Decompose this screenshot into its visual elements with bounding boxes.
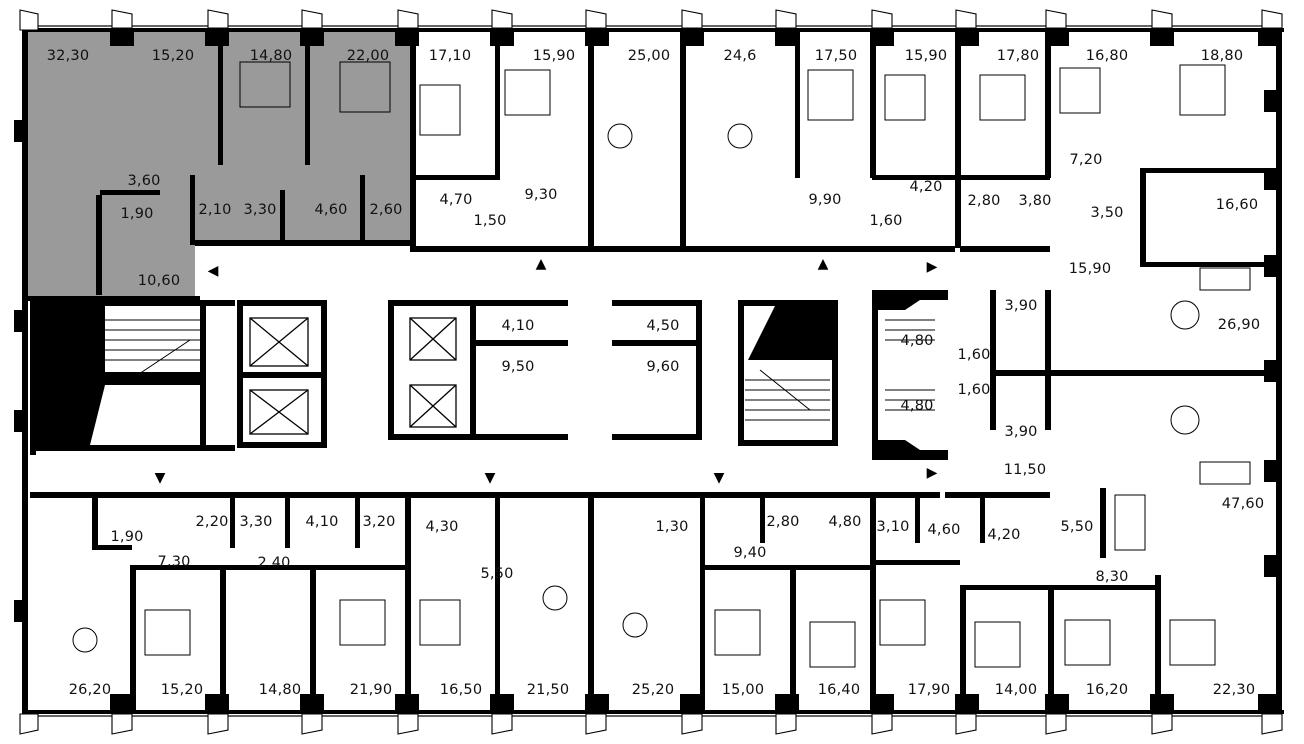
room-area[interactable]: 1,60 (957, 346, 991, 363)
room-area[interactable]: 9,50 (501, 358, 535, 375)
room-area[interactable]: 4,60 (927, 521, 961, 538)
room-area[interactable]: 15,20 (160, 681, 204, 698)
room-area[interactable]: 1,90 (120, 205, 154, 222)
room-area[interactable]: 4,50 (646, 317, 680, 334)
room-area[interactable]: 3,30 (243, 201, 277, 218)
room-area[interactable]: 18,80 (1200, 47, 1244, 64)
room-area[interactable]: 16,50 (439, 681, 483, 698)
entrance-arrow-icon: ▼ (713, 470, 725, 486)
room-area[interactable]: 1,50 (473, 212, 507, 229)
windows (19, 9, 1283, 735)
entrance-arrow-icon: ▲ (817, 256, 829, 272)
room-area[interactable]: 15,90 (532, 47, 576, 64)
room-area[interactable]: 2,60 (369, 201, 403, 218)
room-area[interactable]: 15,20 (151, 47, 195, 64)
room-area[interactable]: 25,20 (631, 681, 675, 698)
room-area[interactable]: 5,50 (480, 565, 514, 582)
room-area[interactable]: 32,30 (46, 47, 90, 64)
room-area[interactable]: 3,60 (127, 172, 161, 189)
furniture (72, 61, 1251, 668)
room-area[interactable]: 3,90 (1004, 423, 1038, 440)
entrance-arrow-icon: ▲ (535, 256, 547, 272)
room-area[interactable]: 24,6 (723, 47, 757, 64)
room-area[interactable]: 14,00 (994, 681, 1038, 698)
room-area[interactable]: 4,80 (900, 397, 934, 414)
room-area[interactable]: 1,90 (110, 528, 144, 545)
room-area[interactable]: 16,60 (1215, 196, 1259, 213)
room-area[interactable]: 4,20 (987, 526, 1021, 543)
entrance-arrow-icon: ▶ (926, 465, 938, 481)
entrance-arrow-icon: ▼ (154, 470, 166, 486)
room-area[interactable]: 22,00 (346, 47, 390, 64)
elevators (249, 317, 457, 435)
room-area[interactable]: 2,80 (766, 513, 800, 530)
room-area[interactable]: 17,90 (907, 681, 951, 698)
room-area[interactable]: 22,30 (1212, 681, 1256, 698)
room-area[interactable]: 1,30 (655, 518, 689, 535)
entrance-arrow-icon: ▼ (484, 470, 496, 486)
room-area[interactable]: 4,10 (501, 317, 535, 334)
room-area[interactable]: 1,60 (957, 381, 991, 398)
room-area[interactable]: 2,20 (195, 513, 229, 530)
room-area[interactable]: 4,60 (314, 201, 348, 218)
room-area[interactable]: 21,50 (526, 681, 570, 698)
room-area[interactable]: 7,20 (1069, 151, 1103, 168)
room-area[interactable]: 16,80 (1085, 47, 1129, 64)
walls (14, 28, 1284, 714)
room-area[interactable]: 14,80 (258, 681, 302, 698)
stairs (105, 319, 935, 421)
room-area[interactable]: 9,90 (808, 191, 842, 208)
room-area[interactable]: 3,90 (1004, 297, 1038, 314)
room-area[interactable]: 9,40 (733, 544, 767, 561)
room-area[interactable]: 25,00 (627, 47, 671, 64)
room-area[interactable]: 4,70 (439, 191, 473, 208)
room-area[interactable]: 4,20 (909, 178, 943, 195)
room-area[interactable]: 3,10 (876, 518, 910, 535)
room-area[interactable]: 17,80 (996, 47, 1040, 64)
room-area[interactable]: 26,90 (1217, 316, 1261, 333)
room-area[interactable]: 5,50 (1060, 518, 1094, 535)
room-area[interactable]: 9,60 (646, 358, 680, 375)
room-area[interactable]: 17,50 (814, 47, 858, 64)
room-area[interactable]: 14,80 (249, 47, 293, 64)
room-area[interactable]: 15,90 (1068, 260, 1112, 277)
room-area[interactable]: 8,30 (1095, 568, 1129, 585)
room-area[interactable]: 11,50 (1003, 461, 1047, 478)
room-area[interactable]: 4,80 (828, 513, 862, 530)
room-area[interactable]: 2,10 (198, 201, 232, 218)
room-area[interactable]: 2,40 (257, 554, 291, 571)
entrance-arrow-icon: ◀ (207, 263, 219, 279)
room-area[interactable]: 10,60 (137, 272, 181, 289)
room-area[interactable]: 4,10 (305, 513, 339, 530)
room-area[interactable]: 15,00 (721, 681, 765, 698)
room-area[interactable]: 16,40 (817, 681, 861, 698)
room-area[interactable]: 16,20 (1085, 681, 1129, 698)
room-area[interactable]: 1,60 (869, 212, 903, 229)
room-area[interactable]: 47,60 (1221, 495, 1265, 512)
room-area[interactable]: 17,10 (428, 47, 472, 64)
room-area[interactable]: 15,90 (904, 47, 948, 64)
room-area[interactable]: 4,80 (900, 332, 934, 349)
room-area[interactable]: 3,20 (362, 513, 396, 530)
room-area[interactable]: 3,80 (1018, 192, 1052, 209)
room-area[interactable]: 4,30 (425, 518, 459, 535)
room-area[interactable]: 7,30 (157, 553, 191, 570)
entrance-arrow-icon: ▶ (926, 259, 938, 275)
room-area[interactable]: 3,50 (1090, 204, 1124, 221)
room-area[interactable]: 2,80 (967, 192, 1001, 209)
room-area[interactable]: 26,20 (68, 681, 112, 698)
room-area[interactable]: 21,90 (349, 681, 393, 698)
room-area[interactable]: 3,30 (239, 513, 273, 530)
room-area[interactable]: 9,30 (524, 186, 558, 203)
